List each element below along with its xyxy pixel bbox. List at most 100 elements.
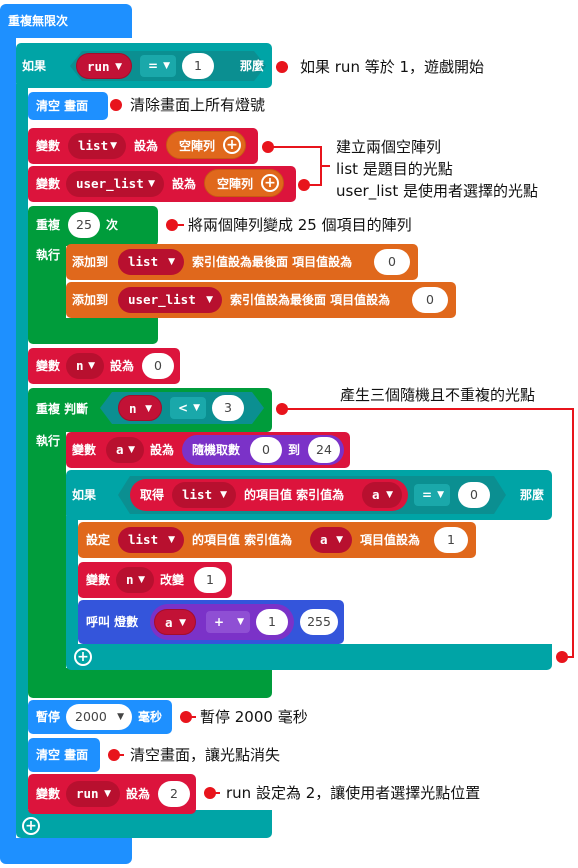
- chevron-down-icon: ▼: [168, 257, 175, 267]
- if-run-bottom: [16, 810, 272, 838]
- chevron-down-icon: ▼: [145, 404, 152, 414]
- change-n-value[interactable]: 1: [194, 567, 226, 593]
- chevron-down-icon: ▼: [117, 712, 124, 722]
- chevron-down-icon: ▼: [386, 490, 393, 500]
- lt-operator[interactable]: <▼: [170, 397, 206, 419]
- annotation-8: run 設定為 2，讓使用者選擇光點位置: [226, 784, 481, 802]
- set-a-var-pill[interactable]: a▼: [106, 437, 144, 463]
- add-circle-icon[interactable]: +: [261, 174, 279, 192]
- annotation-5: 產生三個隨機且不重複的光點: [340, 386, 536, 404]
- while-do: 執行: [36, 434, 61, 448]
- chevron-down-icon: ▼: [193, 403, 200, 413]
- annotation-dot-5b: [556, 651, 568, 663]
- set-item-value[interactable]: 1: [434, 527, 468, 553]
- change-n-var-text: n: [126, 572, 134, 587]
- pause-dropdown[interactable]: 2000▼: [66, 704, 132, 730]
- chevron-down-icon: ▼: [104, 789, 111, 799]
- chevron-down-icon: ▼: [237, 617, 244, 627]
- set-n-value[interactable]: 0: [142, 353, 174, 379]
- list-var-pill[interactable]: list▼: [68, 133, 126, 159]
- while-n-pill[interactable]: n▼: [118, 395, 162, 421]
- set-run-var-pill[interactable]: run ▼: [66, 781, 120, 807]
- if-run-then: 那麼: [240, 59, 265, 73]
- run-var-pill[interactable]: run▼: [76, 53, 132, 79]
- forever-label: 重複無限次: [8, 14, 69, 28]
- change-n-change: 改變: [160, 573, 185, 587]
- repeat-count[interactable]: 25: [68, 212, 100, 238]
- set-item-idx-pill[interactable]: a▼: [310, 527, 352, 553]
- add-user-list-value[interactable]: 0: [412, 287, 448, 313]
- set-n-var-pill[interactable]: n▼: [66, 353, 104, 379]
- chevron-down-icon: ▼: [115, 62, 122, 72]
- if-run-add-icon[interactable]: +: [22, 817, 40, 835]
- random-to-label: 到: [288, 443, 301, 457]
- get-item-idx-pill[interactable]: a▼: [362, 482, 402, 508]
- set-item-mid2: 項目值設為: [360, 533, 421, 547]
- forever-bottom: [0, 838, 132, 864]
- plus-operator[interactable]: +▼: [206, 611, 250, 633]
- annotation-line-8: [210, 792, 220, 794]
- clear-screen-block-2[interactable]: [28, 738, 100, 772]
- forever-left-bar: [0, 30, 16, 842]
- while-value[interactable]: 3: [212, 395, 244, 421]
- annotation-6: 暫停 2000 毫秒: [200, 708, 308, 726]
- annotation-dot-2: [110, 99, 122, 111]
- chevron-down-icon: ▼: [206, 295, 213, 305]
- set-item-label: 設定: [86, 533, 111, 547]
- eq-operator[interactable]: =▼: [140, 55, 176, 77]
- while-label: 重複 判斷: [36, 402, 89, 416]
- repeat-left-bar: [28, 240, 66, 324]
- chevron-down-icon: ▼: [163, 61, 170, 71]
- random-to[interactable]: 24: [308, 437, 340, 463]
- add-list-var-pill[interactable]: list ▼: [118, 249, 184, 275]
- plot-a-pill[interactable]: a▼: [154, 609, 196, 635]
- add-list-var-text: list: [128, 254, 159, 269]
- random-label: 隨機取數: [192, 443, 241, 457]
- set-run-var-text: run: [76, 786, 99, 801]
- if-list-bottom: [66, 644, 552, 670]
- set-run-value[interactable]: 2: [158, 781, 190, 807]
- chevron-down-icon: ▼: [88, 361, 95, 371]
- if-run-value[interactable]: 1: [182, 53, 214, 79]
- set-item-list-pill[interactable]: list▼: [118, 527, 184, 553]
- add-user-list-label: 添加到: [72, 293, 109, 307]
- chevron-down-icon: ▼: [179, 618, 186, 628]
- clear-screen-block[interactable]: [28, 92, 108, 120]
- annotation-line-6: [186, 716, 196, 718]
- repeat-label: 重複: [36, 218, 61, 232]
- random-from[interactable]: 0: [250, 437, 282, 463]
- repeat-times: 次: [106, 218, 119, 232]
- add-user-list-var-text: user_list: [128, 292, 196, 307]
- add-user-list-mid: 索引值設為最後面 項目值設為: [230, 293, 391, 307]
- annotation-dot-1: [276, 61, 288, 73]
- set-user-list-set: 設為: [172, 177, 197, 191]
- add-user-list-var-pill[interactable]: user_list ▼: [118, 287, 222, 313]
- while-n-text: n: [129, 401, 137, 416]
- plot-brightness[interactable]: 255: [300, 609, 338, 635]
- get-item-list-pill[interactable]: list▼: [172, 482, 236, 508]
- eq-operator-text: =: [148, 59, 159, 73]
- if-list-add-icon[interactable]: +: [74, 648, 92, 666]
- while-bottom: [28, 668, 272, 698]
- change-n-var-pill[interactable]: n▼: [116, 567, 154, 593]
- get-item-mid: 的項目值 索引值為: [244, 488, 345, 502]
- if-list-value[interactable]: 0: [458, 482, 490, 508]
- set-n-set: 設為: [110, 359, 135, 373]
- lt-operator-text: <: [178, 401, 189, 415]
- chevron-down-icon: ▼: [138, 575, 145, 585]
- plus-operator-text: +: [214, 615, 225, 629]
- if-run-left-bar: [16, 84, 28, 814]
- empty-array-text-2: 空陣列: [217, 177, 254, 191]
- add-circle-icon[interactable]: +: [223, 136, 241, 154]
- user-list-var-pill[interactable]: user_list▼: [66, 171, 164, 197]
- annotation-line-3a: [268, 146, 322, 148]
- forever-block[interactable]: [0, 4, 132, 38]
- clear-screen-label: 清空 畫面: [36, 99, 89, 113]
- empty-array-text: 空陣列: [179, 139, 216, 153]
- chevron-down-icon: ▼: [168, 535, 175, 545]
- add-list-value[interactable]: 0: [374, 249, 410, 275]
- eq-operator-2[interactable]: =▼: [414, 484, 450, 506]
- plot-one[interactable]: 1: [256, 609, 288, 635]
- pause-unit: 毫秒: [138, 710, 163, 724]
- repeat-bottom: [28, 318, 158, 344]
